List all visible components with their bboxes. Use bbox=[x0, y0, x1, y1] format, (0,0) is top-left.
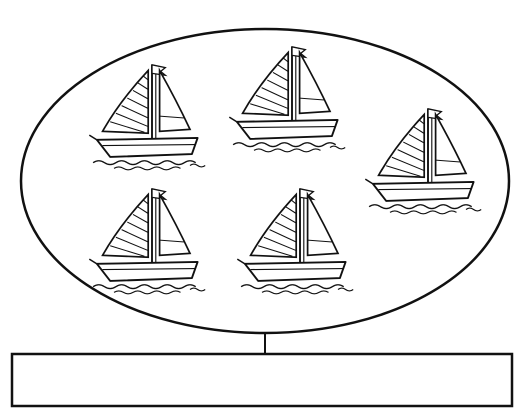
answer-box[interactable] bbox=[12, 354, 512, 406]
boat-group-oval bbox=[21, 29, 509, 333]
